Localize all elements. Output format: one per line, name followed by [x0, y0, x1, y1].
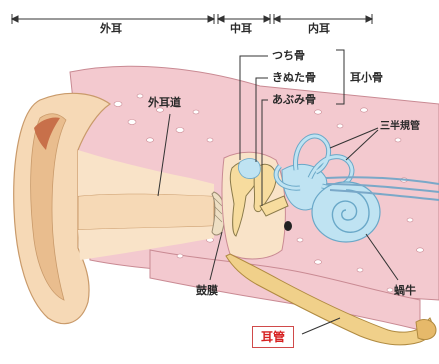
label-incus: きぬた骨: [272, 71, 316, 84]
label-malleus: つち骨: [272, 49, 305, 62]
ossicle-blue-head: [238, 159, 260, 179]
label-cochlea: 蝸牛: [394, 284, 416, 297]
ear-canal: [78, 194, 214, 230]
label-ossicles: 耳小骨: [350, 71, 383, 84]
oval-window: [284, 221, 292, 231]
region-label-middle-ear: 中耳: [230, 22, 252, 35]
eustachian-tube-end: [416, 320, 436, 340]
label-semicircular-canals: 三半規管: [380, 120, 420, 133]
region-label-outer-ear: 外耳: [100, 22, 122, 35]
region-label-inner-ear: 内耳: [308, 22, 330, 35]
label-eustachian-tube: 耳管: [252, 326, 294, 348]
label-stapes: あぶみ骨: [272, 93, 316, 106]
label-ear-canal: 外耳道: [148, 96, 181, 109]
label-eardrum: 鼓膜: [196, 284, 218, 297]
